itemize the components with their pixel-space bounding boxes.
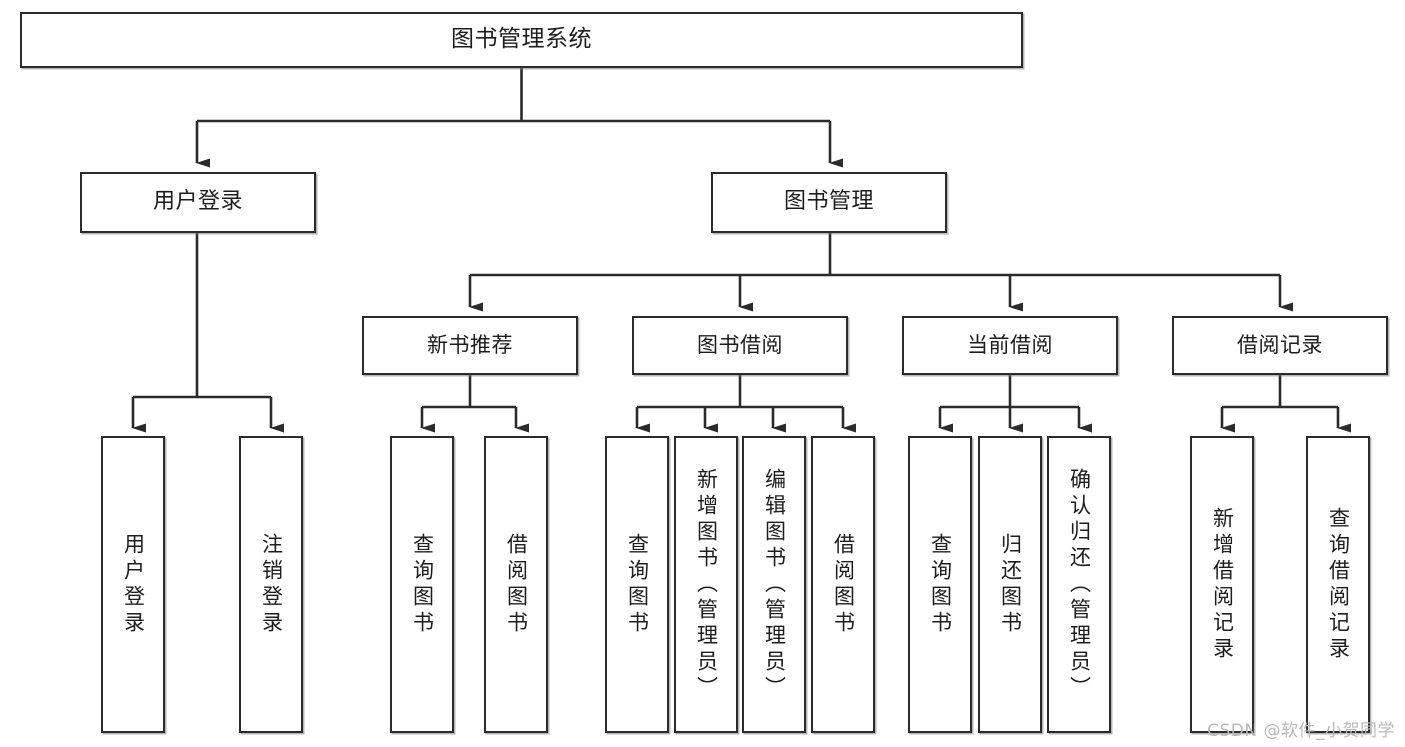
leaf-label: 借阅图书 (504, 532, 529, 637)
leaf-label: 新增借阅记录 (1210, 506, 1235, 663)
leaf-borrow-book[interactable]: 借阅图书 (811, 436, 875, 733)
node-label: 用户登录 (152, 189, 243, 215)
leaf-add-borrow-record[interactable]: 新增借阅记录 (1190, 436, 1254, 733)
leaf-label: 确认归还（管理员） (1067, 467, 1092, 702)
node-borrow-record[interactable]: 借阅记录 (1172, 316, 1388, 375)
node-label: 借阅记录 (1237, 332, 1323, 357)
node-book-borrow[interactable]: 图书借阅 (632, 316, 848, 375)
leaf-label: 查询图书 (410, 532, 435, 637)
node-book-management[interactable]: 图书管理 (711, 172, 947, 233)
leaf-label: 编辑图书（管理员） (762, 467, 787, 702)
node-label: 新书推荐 (427, 332, 513, 357)
leaf-label: 注销登录 (259, 532, 284, 637)
node-root[interactable]: 图书管理系统 (20, 12, 1023, 68)
leaf-query-book-recommend[interactable]: 查询图书 (390, 436, 454, 733)
leaf-label: 用户登录 (121, 532, 146, 637)
leaf-confirm-return-admin[interactable]: 确认归还（管理员） (1047, 436, 1111, 733)
node-new-book-recommend[interactable]: 新书推荐 (362, 316, 578, 375)
node-label: 当前借阅 (967, 332, 1053, 357)
leaf-logout[interactable]: 注销登录 (239, 436, 303, 733)
leaf-add-book-admin[interactable]: 新增图书（管理员） (674, 436, 738, 733)
leaf-label: 查询借阅记录 (1326, 506, 1351, 663)
leaf-label: 查询图书 (928, 532, 953, 637)
leaf-borrow-book-recommend[interactable]: 借阅图书 (484, 436, 548, 733)
node-label: 图书借阅 (697, 332, 783, 357)
node-root-label: 图书管理系统 (451, 26, 592, 53)
node-user-login[interactable]: 用户登录 (80, 172, 316, 233)
leaf-label: 借阅图书 (831, 532, 856, 637)
node-label: 图书管理 (783, 189, 874, 215)
leaf-edit-book-admin[interactable]: 编辑图书（管理员） (742, 436, 806, 733)
node-current-borrow[interactable]: 当前借阅 (902, 316, 1118, 375)
leaf-label: 新增图书（管理员） (694, 467, 719, 702)
leaf-query-book-current[interactable]: 查询图书 (908, 436, 972, 733)
leaf-user-login[interactable]: 用户登录 (101, 436, 165, 733)
leaf-query-book[interactable]: 查询图书 (605, 436, 669, 733)
leaf-label: 查询图书 (625, 532, 650, 637)
leaf-label: 归还图书 (998, 532, 1023, 637)
leaf-return-book[interactable]: 归还图书 (978, 436, 1042, 733)
leaf-query-borrow-record[interactable]: 查询借阅记录 (1306, 436, 1370, 733)
